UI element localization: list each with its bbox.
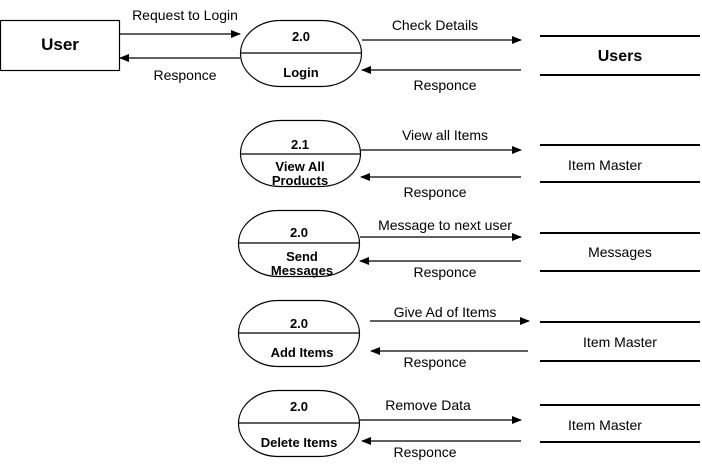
flow-user-response: Responce <box>119 54 240 83</box>
data-store-item-master-1: Item Master <box>540 144 700 183</box>
flow-user-request: Request to Login <box>120 7 241 38</box>
data-store-item-master-2: Item Master <box>540 321 700 362</box>
process-number: 2.0 <box>292 29 310 44</box>
flow-label: Request to Login <box>132 7 238 23</box>
flow-label: Responce <box>413 264 476 280</box>
process-name-line-2: Products <box>272 173 328 188</box>
flow-label: Check Details <box>392 17 478 33</box>
process-name-line-1: View All <box>275 159 324 174</box>
process-name: Add Items <box>271 345 334 360</box>
entity-label: User <box>41 35 79 54</box>
process-number: 2.1 <box>291 137 309 152</box>
process-name: Delete Items <box>261 435 338 450</box>
store-label: Users <box>598 48 643 65</box>
flow-label: View all Items <box>402 127 488 143</box>
flow-view-all-items: View all Items <box>361 127 522 154</box>
process-add-items: 2.0 Add Items <box>237 299 361 368</box>
flow-send-response: Responce <box>359 257 521 280</box>
process-send-messages: 2.0 Send Messages <box>237 209 361 278</box>
flow-remove-data: Remove Data <box>360 397 522 424</box>
flow-label: Remove Data <box>385 397 471 413</box>
flow-message-to-next-user: Message to next user <box>360 217 522 241</box>
data-store-messages: Messages <box>540 232 700 272</box>
flow-check-details: Check Details <box>362 17 522 44</box>
entity-box <box>0 19 121 72</box>
flow-login-response: Responce <box>361 66 521 93</box>
store-label: Item Master <box>568 157 642 173</box>
data-store-item-master-3: Item Master <box>540 404 700 443</box>
process-name: Login <box>283 65 318 80</box>
process-number: 2.0 <box>290 316 308 331</box>
flow-view-response: Responce <box>360 173 521 200</box>
process-number: 2.0 <box>290 399 308 414</box>
flow-label: Responce <box>393 444 456 460</box>
process-view-all-products: 2.1 View All Products <box>239 119 362 188</box>
store-label: Item Master <box>583 334 657 350</box>
process-name-line-2: Messages <box>271 263 333 278</box>
process-name-line-1: Send <box>286 249 318 264</box>
flow-label: Responce <box>413 77 476 93</box>
process-login: 2.0 Login <box>239 19 363 88</box>
store-label: Messages <box>588 244 652 260</box>
flow-delete-response: Responce <box>361 437 521 460</box>
flow-give-ad-of-items: Give Ad of Items <box>370 304 530 325</box>
flow-add-response: Responce <box>370 347 528 370</box>
flow-label: Responce <box>403 184 466 200</box>
process-number: 2.0 <box>290 225 308 240</box>
store-label: Item Master <box>568 417 642 433</box>
flow-label: Message to next user <box>378 217 512 233</box>
flow-label: Responce <box>403 354 466 370</box>
flow-label: Give Ad of Items <box>394 304 497 320</box>
external-entity-user: User <box>0 19 121 72</box>
process-delete-items: 2.0 Delete Items <box>237 389 361 458</box>
data-store-users: Users <box>540 35 700 76</box>
flow-label: Responce <box>153 67 216 83</box>
